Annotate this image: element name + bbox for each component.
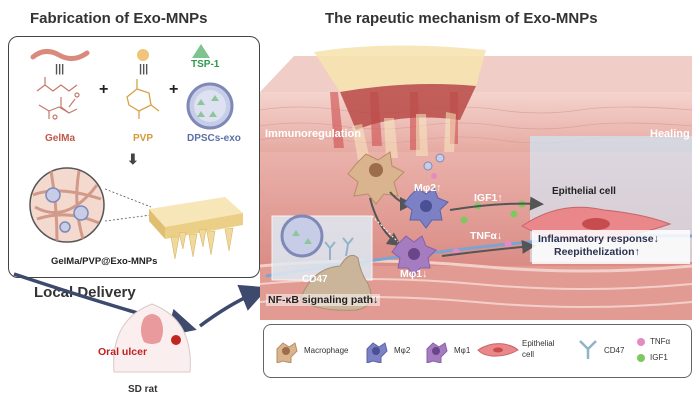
legend-epithelial-icon (477, 343, 519, 357)
oral-ulcer-label: Oral ulcer (98, 346, 148, 358)
tsp1-triangle-icon (192, 44, 210, 58)
legend-m1-label: Mφ1 (454, 346, 471, 355)
microneedle-patch-icon (149, 197, 243, 260)
gelma-label: GelMa (45, 133, 76, 144)
legend-box: Macrophage Mφ2 Mφ1 Epithelial cell CD47 … (263, 324, 692, 378)
pvp-label: PVP (133, 133, 154, 144)
dpscs-exo-label: DPSCs-exo (187, 133, 241, 144)
m1-label: Mφ1↓ (400, 268, 428, 280)
plus-sign-2: + (169, 81, 179, 98)
tnfa-label: TNFα↓ (470, 230, 503, 242)
legend-tnfa-label: TNFα (650, 337, 671, 346)
sd-rat-label: SD rat (128, 384, 158, 395)
legend-epithelial-label-1: Epithelial (522, 339, 555, 348)
legend-tnfa-dot (637, 338, 645, 346)
product-label: GelMa/PVP@Exo-MNPs (51, 256, 158, 267)
outcome-box: Inflammatory response↓ Reepithelization↑ (532, 230, 690, 264)
cd47-label: CD47 (302, 274, 328, 285)
reepithelization-label: Reepithelization↑ (554, 246, 640, 258)
nfkb-label: NF-κB signaling path↓ (266, 294, 381, 306)
pvp-structure-icon (126, 49, 160, 119)
igf1-label: IGF1↑ (474, 192, 503, 204)
legend-epithelial-label-2: cell (522, 350, 535, 359)
legend-m1-icon (426, 342, 448, 363)
down-arrow-icon: ⬇ (127, 151, 139, 167)
legend-m2-icon (366, 342, 388, 363)
legend-igf1-label: IGF1 (650, 353, 668, 362)
legend-cd47-label: CD47 (604, 346, 625, 355)
legend-macrophage-label: Macrophage (304, 346, 349, 355)
legend-m2-label: Mφ2 (394, 346, 411, 355)
exosome-icon (186, 82, 234, 130)
gelma-structure-icon (30, 49, 90, 120)
fabrication-panel: ||| GelMa + ||| PVP + TSP-1 DPSCs-exo ⬇ (8, 36, 260, 278)
inflammatory-label: Inflammatory response↓ (538, 233, 659, 245)
hydrogel-network-icon (29, 167, 105, 243)
legend-igf1-dot (637, 354, 645, 362)
mechanism-title: The rapeutic mechanism of Exo-MNPs (325, 10, 598, 27)
healing-label: Healing (650, 128, 690, 140)
immunoregulation-label: Immunoregulation (265, 128, 361, 140)
macrophage-cell (347, 151, 405, 205)
tsp1-label: TSP-1 (191, 59, 220, 70)
legend-cd47-icon (579, 340, 597, 359)
gelma-equiv: ||| (55, 63, 65, 75)
epithelial-cell-label: Epithelial cell (552, 186, 616, 197)
plus-sign-1: + (99, 81, 109, 98)
fabrication-title: Fabrication of Exo-MNPs (30, 10, 208, 27)
applied-patch-icon (314, 45, 486, 160)
magnify-lines (105, 188, 152, 222)
rat-head-icon (113, 303, 191, 373)
legend-macrophage-icon (276, 342, 298, 363)
pvp-equiv: ||| (139, 63, 149, 75)
mechanism-cells (271, 151, 672, 311)
m2-label: Mφ2↑ (414, 182, 442, 194)
